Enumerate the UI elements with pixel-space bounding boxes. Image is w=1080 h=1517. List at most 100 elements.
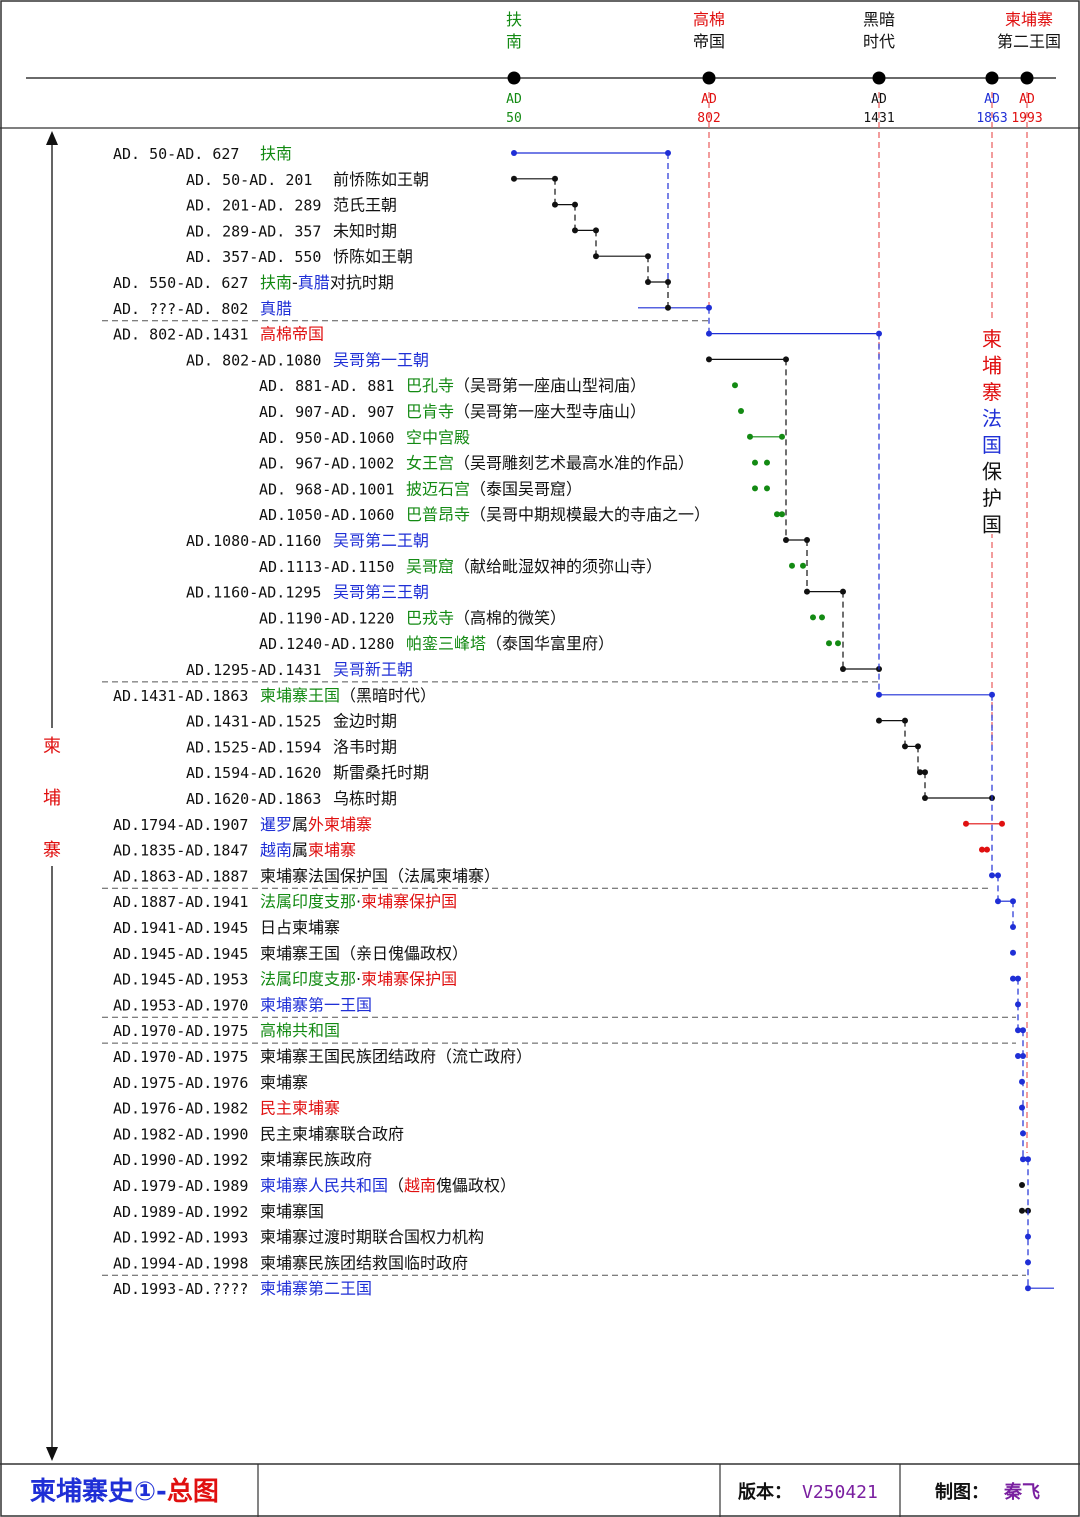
row-date: AD.1989-AD.1992 [113, 1203, 248, 1221]
period-dot [732, 382, 738, 389]
label-segment: 巴肯寺 [406, 402, 454, 421]
row-date: AD. 950-AD.1060 [259, 429, 394, 447]
footer-title: 柬埔寨史①-总图 [30, 1476, 219, 1507]
period-start-dot [1019, 1207, 1025, 1214]
row-label: 柬埔寨王国（亲日傀儡政权） [260, 944, 468, 963]
label-segment: 㤭陈如王朝 [333, 247, 413, 266]
label-segment: 吴哥第三王朝 [333, 583, 429, 602]
period-dot [826, 640, 832, 647]
arrow-down-head [46, 1447, 58, 1461]
period-end-dot [779, 433, 785, 440]
period-start-dot [572, 227, 578, 234]
label-segment: 属 [292, 815, 308, 834]
row-label: 民主柬埔寨联合政府 [260, 1124, 404, 1143]
arrow-up-head [46, 131, 58, 145]
row-date: AD.1975-AD.1976 [113, 1074, 248, 1092]
period-start-dot [963, 820, 969, 827]
row-date: AD.1953-AD.1970 [113, 996, 248, 1014]
row-label: 巴戎寺（高棉的微笑） [406, 608, 566, 627]
row-label: 扶南-真腊对抗时期 [260, 273, 394, 292]
row-label: 乌栋时期 [333, 789, 397, 808]
row-date: AD.1982-AD.1990 [113, 1125, 248, 1143]
period-dot [665, 304, 671, 311]
label-segment: 真腊 [260, 299, 292, 318]
row-date: AD.1794-AD.1907 [113, 816, 248, 834]
label-segment: 柬埔寨 [260, 1073, 308, 1092]
period-dot [779, 511, 785, 518]
row-label: 吴哥第三王朝 [333, 583, 429, 602]
label-segment: 真腊 [298, 273, 330, 292]
label-segment: 巴普昂寺 [406, 505, 470, 524]
period-start-dot [552, 201, 558, 208]
label-segment: 柬埔寨王国民族团结政府（流亡政府） [260, 1047, 532, 1066]
label-segment: 扶南 [260, 144, 292, 163]
label-segment: （吴哥中期规模最大的寺庙之一） [470, 505, 710, 524]
label-segment: 傀儡政权） [436, 1176, 516, 1195]
row-date: AD. 907-AD. 907 [259, 403, 394, 421]
period-dot [1010, 924, 1016, 930]
label-segment: 吴哥窟 [406, 557, 454, 576]
row-label: 暹罗属外柬埔寨 [260, 815, 372, 834]
label-segment: 柬埔寨民族团结救国临时政府 [260, 1253, 468, 1272]
footer-version-label: 版本： [738, 1481, 792, 1503]
row-date: AD. 550-AD. 627 [113, 274, 248, 292]
label-segment: 柬埔寨第二王国 [260, 1279, 372, 1298]
row-date: AD.1620-AD.1863 [186, 790, 321, 808]
label-segment: （泰国吴哥窟） [470, 479, 582, 498]
row-label: 真腊 [260, 299, 292, 318]
period-dot [1025, 1233, 1031, 1240]
protectorate-label-char: 护 [982, 486, 1002, 510]
period-start-dot [1010, 975, 1016, 982]
period-dot [1019, 1104, 1025, 1111]
row-date: AD.1887-AD.1941 [113, 893, 248, 911]
side-label-char: 柬 [43, 736, 61, 757]
era-name-line2: 第二王国 [997, 32, 1061, 51]
protectorate-label-char: 寨 [982, 380, 1002, 404]
row-label: 吴哥窟（献给毗湿奴神的须弥山寺） [406, 557, 662, 576]
row-label: 空中宫殿 [406, 428, 470, 447]
period-start-dot [511, 150, 517, 156]
row-label: 扶南 [260, 144, 292, 163]
period-start-dot [840, 666, 846, 672]
label-segment: 洛韦时期 [333, 737, 397, 756]
period-start-dot [902, 743, 908, 750]
period-start-dot [1015, 1053, 1021, 1059]
period-dot [1025, 1285, 1031, 1292]
row-date: AD. 50-AD. 627 [113, 145, 239, 163]
label-segment: 柬埔寨国 [260, 1202, 324, 1221]
label-segment: · [356, 892, 361, 911]
period-start-dot [989, 872, 995, 879]
era-name-line2: 南 [506, 32, 522, 51]
row-label: 柬埔寨民族团结救国临时政府 [260, 1253, 468, 1272]
period-dot [752, 459, 758, 466]
protectorate-label-char: 国 [982, 433, 1002, 457]
era-marker-dot [507, 71, 521, 85]
label-segment: （吴哥第一座庙山型祠庙） [454, 376, 646, 395]
row-date: AD.1993-AD.???? [113, 1280, 248, 1298]
row-date: AD.1594-AD.1620 [186, 764, 321, 782]
period-start-dot [804, 588, 810, 595]
label-segment: 柬埔寨 [308, 841, 356, 860]
footer-author-value: 秦飞 [1003, 1481, 1040, 1503]
row-label: 吴哥第二王朝 [333, 531, 429, 550]
label-segment: 法属印度支那 [260, 892, 356, 911]
label-segment: - [292, 273, 298, 292]
row-label: 巴肯寺（吴哥第一座大型寺庙山） [406, 402, 646, 421]
row-label: 高棉共和国 [260, 1021, 340, 1040]
period-start-dot [1020, 1156, 1026, 1163]
row-date: AD. 802-AD.1080 [186, 351, 321, 369]
row-label: 柬埔寨人民共和国（越南傀儡政权） [260, 1176, 516, 1195]
era-name-line1: 黑暗 [863, 10, 895, 29]
row-date: AD.1431-AD.1525 [186, 713, 321, 731]
row-date: AD.1970-AD.1975 [113, 1048, 248, 1066]
era-year-label: 1993 [1011, 111, 1042, 126]
row-label: 洛韦时期 [333, 737, 397, 756]
row-label: 柬埔寨 [260, 1073, 308, 1092]
era-year-label: 1431 [863, 111, 894, 126]
row-date: AD.1050-AD.1060 [259, 506, 394, 524]
row-label: 未知时期 [333, 221, 397, 240]
label-segment: 巴孔寺 [406, 376, 454, 395]
row-label: 越南属柬埔寨 [260, 841, 356, 860]
